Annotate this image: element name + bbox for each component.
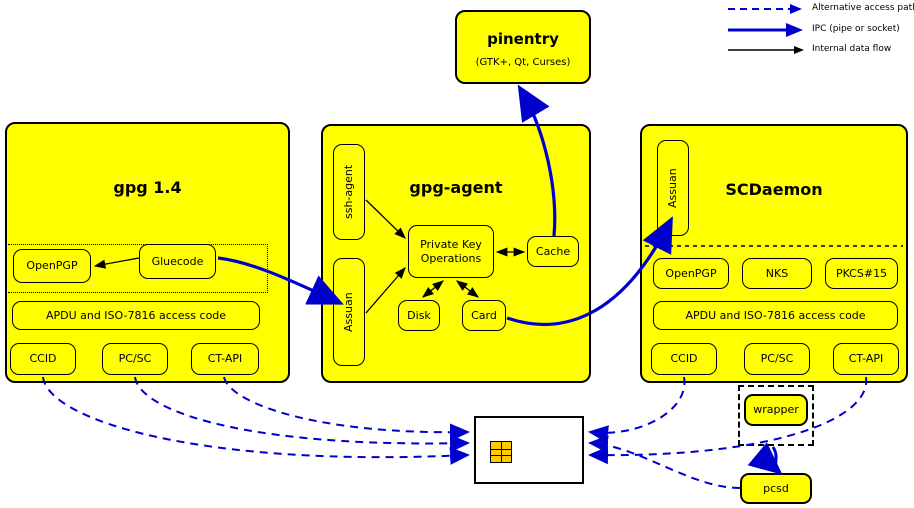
gpg-agent-disk-box[interactable]: Disk <box>398 300 440 331</box>
gpg-driver-ccid[interactable]: CCID <box>10 343 76 375</box>
pcsd-box[interactable]: pcsd <box>740 473 812 504</box>
scdaemon-app-pkcs15[interactable]: PKCS#15 <box>825 258 898 289</box>
legend-label-alternative-paths: Alternative access paths <box>812 3 914 13</box>
gpg-gluecode-box[interactable]: Gluecode <box>139 244 216 279</box>
scdaemon-app-nks[interactable]: NKS <box>742 258 812 289</box>
gpg-agent-ssh-agent-box[interactable]: ssh-agent <box>333 144 365 240</box>
scdaemon-driver-ctapi[interactable]: CT-API <box>833 343 899 375</box>
smartcard-chip-icon <box>490 441 512 463</box>
gpg-agent-card-box[interactable]: Card <box>462 300 506 331</box>
legend-label-internal-flow: Internal data flow <box>812 44 892 54</box>
scdaemon-assuan-box[interactable]: Assuan <box>657 140 689 236</box>
gpg-apdu-box[interactable]: APDU and ISO-7816 access code <box>12 301 260 330</box>
gpg-driver-pcsc[interactable]: PC/SC <box>102 343 168 375</box>
gpg-openpgp-box[interactable]: OpenPGP <box>13 249 91 283</box>
scdaemon-driver-pcsc[interactable]: PC/SC <box>744 343 810 375</box>
gpg-agent-title: gpg-agent <box>409 178 503 197</box>
smartcard[interactable] <box>474 416 584 484</box>
gpg-agent-private-key-operations-box[interactable]: Private Key Operations <box>408 225 494 278</box>
wrapper-box[interactable]: wrapper <box>744 394 808 426</box>
pinentry-subtitle: (GTK+, Qt, Curses) <box>475 57 571 68</box>
gpg-driver-ctapi[interactable]: CT-API <box>191 343 259 375</box>
scdaemon-title: SCDaemon <box>725 180 823 199</box>
gpg-title: gpg 1.4 <box>113 178 182 197</box>
scdaemon-apdu-box[interactable]: APDU and ISO-7816 access code <box>653 301 898 330</box>
gpg-agent-assuan-box[interactable]: Assuan <box>333 258 365 366</box>
gpg-agent-cache-box[interactable]: Cache <box>527 236 579 267</box>
scdaemon-app-openpgp[interactable]: OpenPGP <box>653 258 729 289</box>
scdaemon-driver-ccid[interactable]: CCID <box>651 343 717 375</box>
legend-label-ipc: IPC (pipe or socket) <box>812 24 900 34</box>
pinentry-process[interactable]: pinentry (GTK+, Qt, Curses) <box>455 10 591 84</box>
private-key-ops-line1: Private Key <box>420 237 482 251</box>
chip-center-line <box>501 442 502 462</box>
pinentry-title: pinentry <box>487 30 559 48</box>
private-key-ops-line2: Operations <box>420 251 482 265</box>
